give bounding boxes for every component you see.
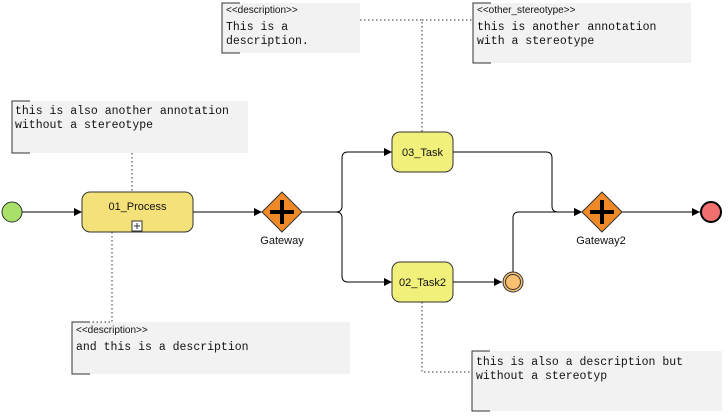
- gateway-label: Gateway2: [576, 235, 626, 247]
- process-label: 01_Process: [108, 201, 167, 213]
- association-lines: [72, 19, 473, 373]
- sequence-flow: [512, 208, 582, 272]
- intermediate-event[interactable]: [502, 271, 524, 293]
- annotation-description-2[interactable]: <<description>> and this is a descriptio…: [71, 321, 350, 375]
- task-03[interactable]: 03_Task: [391, 131, 454, 173]
- parallel-gateway-2[interactable]: [581, 191, 623, 233]
- annotation-text-line: this is also a description but: [476, 356, 683, 369]
- association-line: [360, 19, 423, 132]
- task-02[interactable]: 02_Task2: [391, 261, 454, 303]
- process-01[interactable]: 01_Process: [81, 191, 194, 233]
- sequence-flow: [302, 148, 392, 213]
- start-event[interactable]: [1, 201, 23, 223]
- annotation-text-line: without a stereotype: [15, 119, 153, 132]
- annotation-description-1[interactable]: <<description>> This is a description.: [221, 2, 360, 54]
- sequence-flow: [453, 151, 582, 216]
- annotation-stereotype: <<description>>: [76, 325, 148, 336]
- task-label: 03_Task: [402, 147, 443, 159]
- annotation-text-line: this is another annotation: [477, 21, 656, 34]
- annotation-without-stereotype[interactable]: this is also another annotation without …: [11, 100, 248, 154]
- association-line: [72, 232, 113, 323]
- sequence-flow: [335, 211, 392, 286]
- expand-icon[interactable]: [131, 220, 143, 232]
- sequence-flows: [22, 148, 700, 286]
- association-line: [421, 302, 472, 373]
- annotation-stereotype: <<other_stereotype>>: [477, 5, 576, 16]
- annotation-other-stereotype[interactable]: <<other_stereotype>> this is another ann…: [472, 2, 691, 64]
- annotation-stereotype: <<description>>: [226, 5, 298, 16]
- gateway-label: Gateway: [260, 235, 304, 247]
- annotation-text-line: This is a: [226, 21, 288, 34]
- plus-icon: [270, 200, 294, 224]
- annotation-text-line: with a stereotype: [477, 35, 594, 48]
- parallel-gateway-1[interactable]: [261, 191, 303, 233]
- annotation-text-line: without a stereotyp: [476, 370, 607, 383]
- annotation-text-line: this is also another annotation: [15, 105, 229, 118]
- annotation-text-line: and this is a description: [76, 341, 249, 354]
- annotation-description-no-stereotype[interactable]: this is also a description but without a…: [471, 350, 722, 412]
- plus-icon: [590, 200, 614, 224]
- end-event[interactable]: [700, 201, 722, 223]
- task-label: 02_Task2: [399, 277, 446, 289]
- annotation-text-line: description.: [226, 35, 309, 48]
